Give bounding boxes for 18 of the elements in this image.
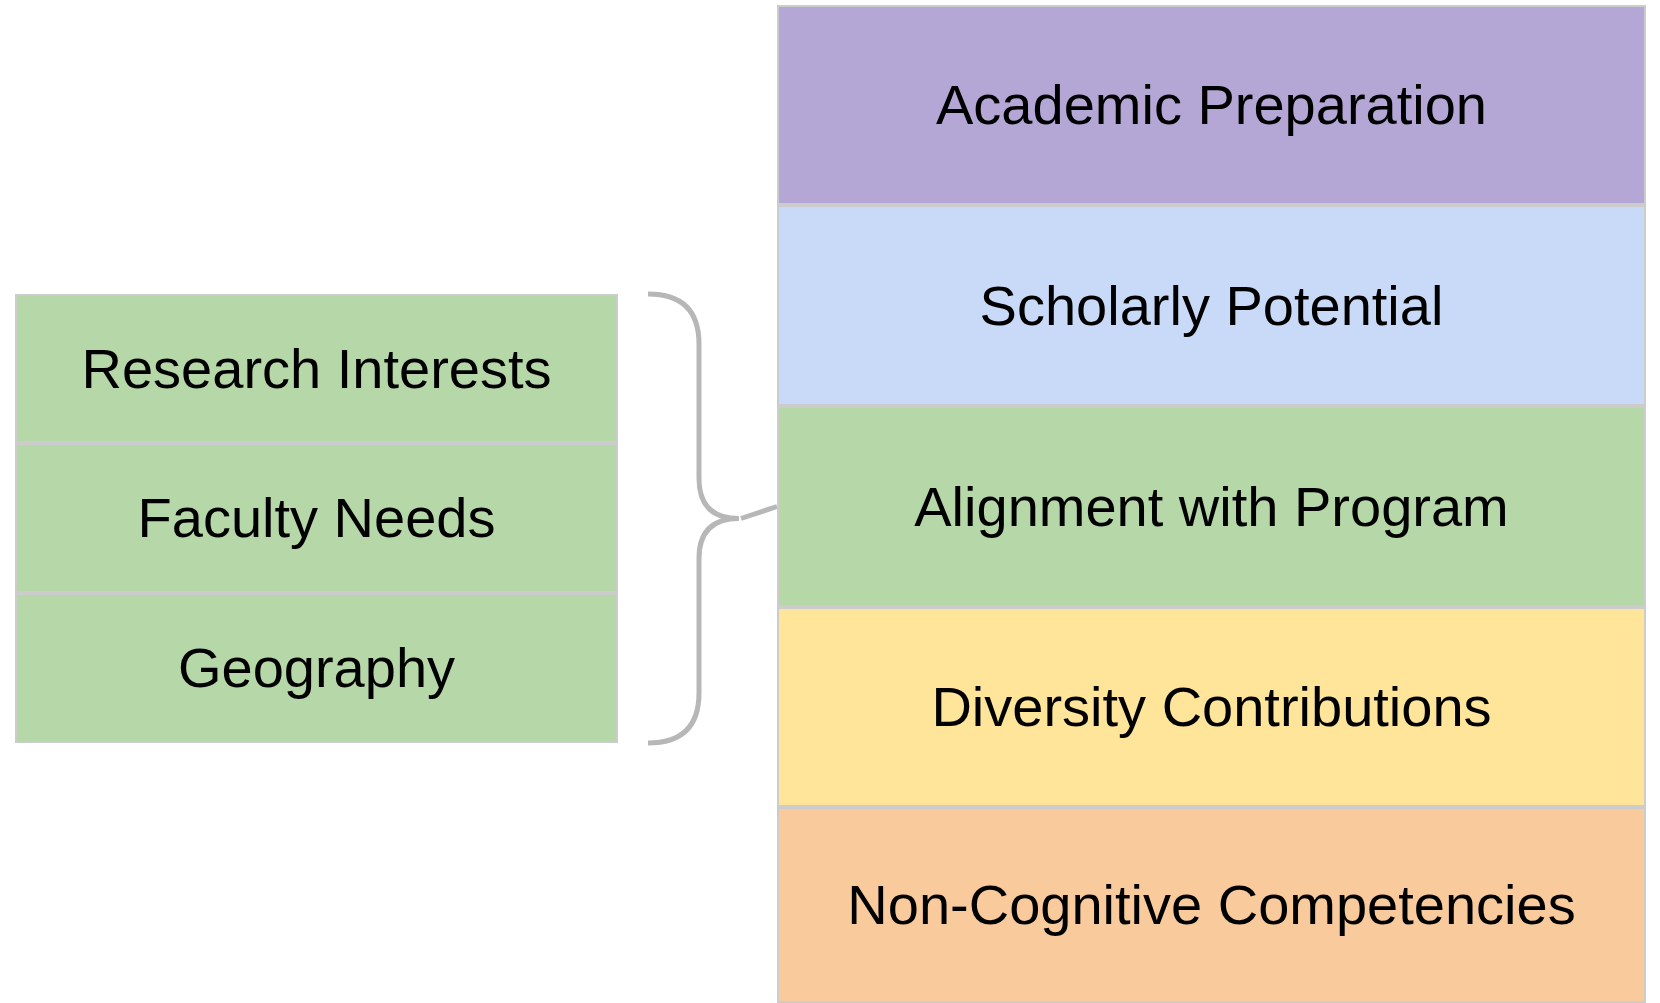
connector-line bbox=[740, 504, 778, 521]
category-box bbox=[15, 443, 618, 593]
box-label: Alignment with Program bbox=[914, 473, 1509, 540]
category-box bbox=[15, 593, 618, 743]
box-label: Academic Preparation bbox=[936, 72, 1487, 138]
box-label: Scholarly Potential bbox=[979, 272, 1444, 339]
box-label: Geography bbox=[177, 635, 456, 701]
box-label: Diversity Contributions bbox=[931, 674, 1492, 740]
category-box bbox=[777, 607, 1646, 807]
box-label: Non-Cognitive Competencies bbox=[847, 872, 1576, 938]
curly-brace bbox=[645, 291, 741, 746]
box-label: Faculty Needs bbox=[137, 485, 496, 551]
category-box bbox=[777, 205, 1646, 406]
category-box bbox=[777, 5, 1646, 205]
category-box bbox=[777, 807, 1646, 1003]
box-label: Research Interests bbox=[81, 335, 552, 402]
category-box bbox=[777, 406, 1646, 607]
category-box bbox=[15, 294, 618, 443]
